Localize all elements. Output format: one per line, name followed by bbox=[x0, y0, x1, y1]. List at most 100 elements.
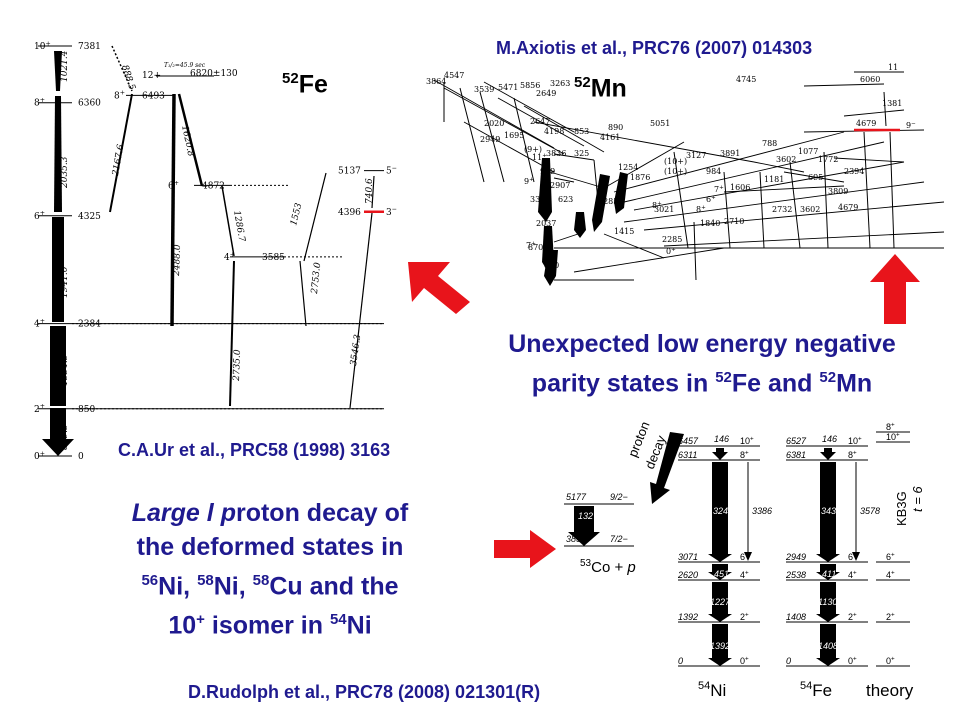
energy-label: 2285 bbox=[662, 235, 682, 244]
energy-label: 6311 bbox=[678, 450, 697, 460]
label-53co: 53Co + p bbox=[580, 558, 636, 576]
spin-label: 8+ bbox=[652, 201, 662, 210]
energy-label: 853 bbox=[574, 127, 589, 136]
spin-label: 3− bbox=[386, 206, 397, 218]
energy-label: 4396 bbox=[338, 208, 361, 218]
scheme-54ni: proton decay 5177 9/2− 1327 3850 7/2− 53… bbox=[564, 419, 925, 700]
gamma-label: 2035.3 bbox=[60, 156, 70, 189]
energy-label: 2620 bbox=[677, 570, 698, 580]
spin-label: 0+ bbox=[666, 247, 676, 256]
energy-label: 3602 bbox=[776, 155, 796, 164]
citation-axiotis: M.Axiotis et al., PRC76 (2007) 014303 bbox=[496, 38, 813, 58]
gamma-870 bbox=[544, 250, 558, 286]
gamma-1286 bbox=[221, 185, 235, 257]
gamma-label: 2488.0 bbox=[172, 244, 183, 277]
energy-label: 984 bbox=[706, 167, 721, 176]
gamma-arrow bbox=[816, 564, 840, 580]
spin-label: 9+ bbox=[524, 177, 534, 186]
gamma-3546 bbox=[349, 212, 373, 409]
spin-label: 11+ bbox=[532, 153, 547, 162]
gamma-label: 1021.4 bbox=[60, 50, 70, 82]
energy-label: 1392 bbox=[678, 612, 698, 622]
energy-label: 3539 bbox=[474, 85, 494, 94]
energy-label: 623 bbox=[558, 195, 573, 204]
gamma-1620 bbox=[177, 93, 204, 187]
energy-label: 5137 bbox=[338, 167, 361, 177]
gamma-label: 888.5 bbox=[119, 64, 137, 92]
spin-label: 8+ bbox=[848, 449, 857, 460]
gamma-label: 2753.0 bbox=[310, 262, 323, 296]
energy-label: 850 bbox=[78, 405, 95, 415]
spin-label: 4+ bbox=[886, 569, 895, 580]
energy-label: 2020 bbox=[484, 119, 504, 128]
spin-label: 2+ bbox=[34, 403, 45, 415]
spin-label: 8+ bbox=[696, 205, 706, 214]
energy-label: 6493 bbox=[142, 91, 165, 101]
label-52fe: 52Fe bbox=[282, 70, 328, 99]
energy-label: 1415 bbox=[614, 227, 634, 236]
gamma-arrow bbox=[816, 462, 840, 562]
theory-t: t = 6 bbox=[910, 486, 925, 512]
gamma-888 bbox=[111, 45, 133, 92]
gamma-label: 146 bbox=[714, 434, 729, 444]
energy-label: 4679 bbox=[856, 119, 876, 128]
spin-label: 9− bbox=[906, 121, 916, 130]
gamma-label: 2167.6 bbox=[111, 144, 127, 178]
scheme-52fe: 00+8502+23844+43256+63608+738110+64938+4… bbox=[34, 40, 397, 462]
energy-label: 1381 bbox=[882, 99, 902, 108]
energy-label: 3585 bbox=[262, 253, 285, 263]
energy-label: 2285 bbox=[598, 197, 618, 206]
energy-label: 2649 bbox=[536, 89, 556, 98]
gamma-arrow bbox=[708, 624, 732, 666]
gamma-label: 740.6 bbox=[365, 178, 375, 204]
energy-label: 870 bbox=[528, 243, 543, 252]
energy-label: 3602 bbox=[800, 205, 820, 214]
gamma-arrow bbox=[816, 582, 840, 622]
energy-label: 890 bbox=[608, 123, 623, 132]
spin-label: (9+) bbox=[524, 145, 542, 154]
gamma-740 bbox=[371, 175, 375, 209]
spin-label: 7+ bbox=[526, 241, 536, 250]
energy-label: 3850 bbox=[566, 534, 586, 544]
spin-label: 6+ bbox=[34, 210, 45, 222]
arrow-to-52fe bbox=[408, 262, 470, 314]
energy-label: 2732 bbox=[772, 205, 792, 214]
gamma-label: 1327 bbox=[578, 511, 599, 521]
energy-label: 2394 bbox=[844, 167, 864, 176]
energy-label: 0 bbox=[786, 656, 791, 666]
label-54ni: 54Ni bbox=[698, 680, 726, 700]
citation-rudolph: D.Rudolph et al., PRC78 (2008) 021301(R) bbox=[188, 682, 541, 702]
energy-label: 7381 bbox=[78, 42, 101, 52]
spin-label: (10+) bbox=[664, 157, 687, 166]
label-52mn: 52Mn bbox=[574, 74, 627, 103]
label-theory: theory bbox=[866, 681, 914, 700]
energy-label: 2384 bbox=[78, 320, 101, 330]
energy-label: 5471 bbox=[498, 83, 518, 92]
energy-label: 2949 bbox=[785, 552, 806, 562]
energy-label: 2907 bbox=[550, 181, 570, 190]
energy-label: 6060 bbox=[860, 75, 880, 84]
energy-label: 1695 bbox=[504, 131, 524, 140]
spin-label: 7/2− bbox=[610, 534, 628, 544]
gamma-2035 bbox=[54, 96, 62, 212]
arrow-shape bbox=[408, 262, 470, 314]
spin-label: (10+) bbox=[664, 167, 687, 176]
gamma-label: 411 bbox=[822, 569, 836, 579]
energy-label: 3127 bbox=[686, 151, 706, 160]
gamma-arrowhead bbox=[744, 552, 752, 561]
gamma-label: 1392 bbox=[710, 641, 730, 651]
gamma-849 bbox=[42, 408, 74, 456]
gamma-label: 3546.3 bbox=[349, 334, 363, 367]
gamma-929 bbox=[538, 158, 552, 222]
gamma-2735 bbox=[229, 260, 235, 407]
spin-label: 2+ bbox=[848, 611, 857, 622]
spin-label: 10+ bbox=[848, 435, 862, 446]
spin-label: 0+ bbox=[740, 655, 749, 666]
spin-label: 8+ bbox=[740, 449, 749, 460]
gamma-arrow bbox=[816, 624, 840, 666]
spin-label: 0+ bbox=[886, 655, 895, 666]
energy-label: 6360 bbox=[78, 99, 101, 109]
energy-label: 1408 bbox=[786, 612, 806, 622]
energy-label: 4161 bbox=[600, 133, 620, 142]
